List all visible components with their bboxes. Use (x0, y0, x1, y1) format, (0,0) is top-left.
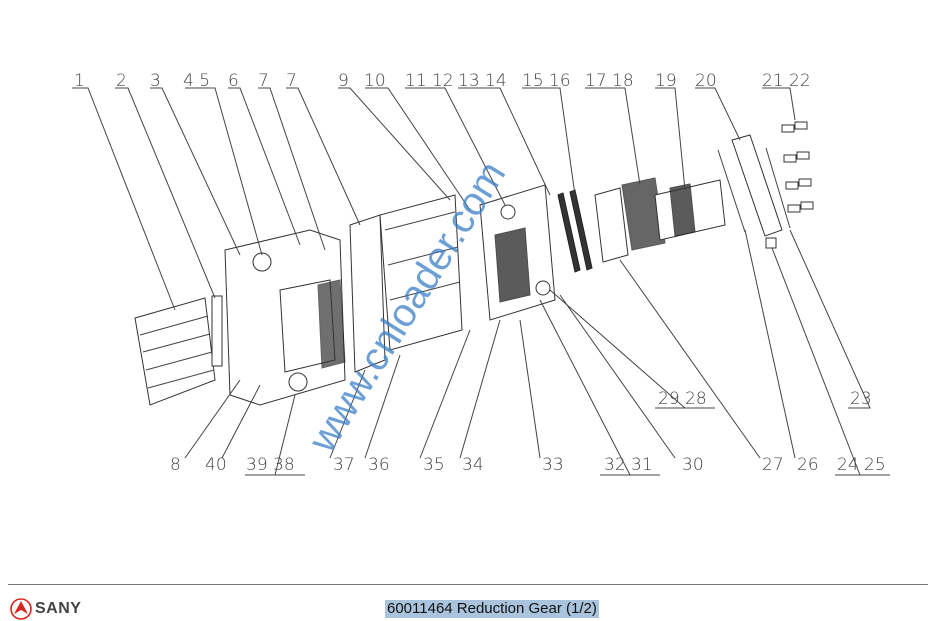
diagram-caption: 60011464 Reduction Gear (1/2) (385, 600, 599, 618)
callout: 29 28 (658, 389, 707, 409)
callout: 37 (333, 455, 355, 475)
callout: 20 (695, 71, 717, 91)
callout: 1 (74, 71, 85, 91)
callout: 13 14 (458, 71, 507, 91)
callout: 32 31 (604, 455, 653, 475)
callout: 8 (170, 455, 181, 475)
callout: 33 (542, 455, 564, 475)
callout: 2 (116, 71, 127, 91)
callout: 35 (423, 455, 445, 475)
callout: 4 5 (183, 71, 210, 91)
brand-name: SANY (35, 600, 82, 617)
callouts-bottom: 8 40 39 38 37 36 35 34 33 32 31 30 27 26… (170, 455, 886, 475)
callout: 39 38 (246, 455, 295, 475)
sany-logo-icon (10, 598, 32, 620)
callout: 40 (205, 455, 227, 475)
callout: 6 (228, 71, 239, 91)
callout: 15 16 (522, 71, 571, 91)
callout: 30 (682, 455, 704, 475)
callout: 27 (762, 455, 784, 475)
callout: 21 22 (762, 71, 811, 91)
callout: 23 (850, 389, 872, 409)
callout: 17 18 (585, 71, 634, 91)
callout: 3 (150, 71, 161, 91)
footer-divider (8, 584, 928, 585)
exploded-parts-diagram: 1 2 3 4 5 6 7 7 9 10 11 12 13 14 15 16 1… (72, 71, 890, 476)
callouts-right: 29 28 23 (658, 389, 872, 409)
callout: 19 (655, 71, 677, 91)
callout: 9 (338, 71, 349, 91)
callout: 10 (364, 71, 386, 91)
callout: 34 (462, 455, 484, 475)
callout: 24 25 (837, 455, 886, 475)
callout: 36 (368, 455, 390, 475)
leader-lines (72, 87, 890, 476)
callout: 11 12 (405, 71, 454, 91)
reduction-gear-drawing (134, 121, 814, 406)
callout: 7 (258, 71, 269, 91)
callout: 26 (797, 455, 819, 475)
callout: 7 (286, 71, 297, 91)
sany-logo: SANY (10, 598, 81, 620)
callouts-top: 1 2 3 4 5 6 7 7 9 10 11 12 13 14 15 16 1… (74, 71, 811, 91)
